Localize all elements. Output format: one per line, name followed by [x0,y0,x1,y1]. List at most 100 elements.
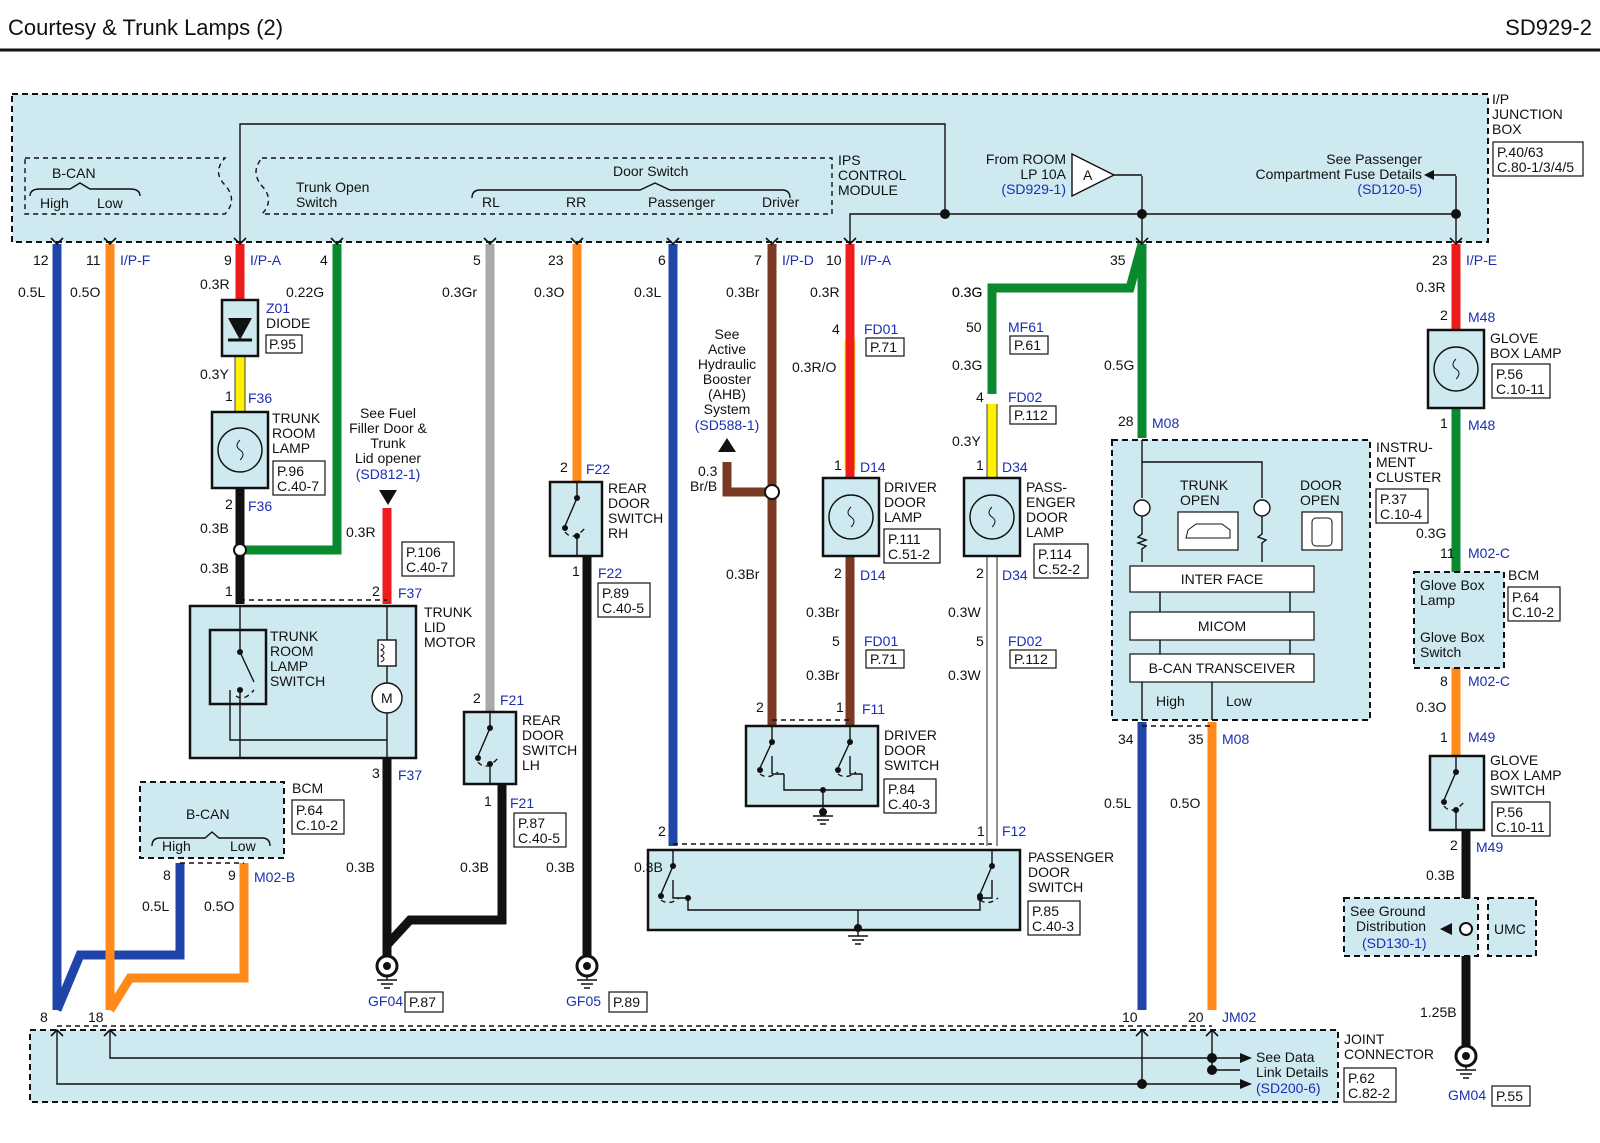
svg-text:0.22G: 0.22G [286,284,324,300]
svg-text:2: 2 [834,565,842,581]
svg-text:High: High [1156,693,1185,709]
svg-text:P.112: P.112 [1014,651,1048,667]
svg-text:0.5L: 0.5L [18,284,45,300]
glove-box-lamp: 2 M48 GLOVE BOX LAMP P.56 C.10-11 1 M48 … [1416,307,1562,541]
svg-text:11: 11 [1440,545,1455,561]
svg-text:M02-C: M02-C [1468,545,1510,561]
svg-text:P.71: P.71 [870,339,897,355]
svg-text:Glove Box: Glove Box [1420,629,1485,645]
svg-text:P.56: P.56 [1496,804,1523,820]
svg-text:5: 5 [473,252,481,268]
svg-text:JUNCTION: JUNCTION [1492,106,1563,122]
svg-text:SWITCH: SWITCH [884,757,939,773]
diode-z01: Z01 DIODE P.95 0.3Y 1 F36 [200,298,310,406]
top-pin-labels: 12 0.5L 11 I/P-F 0.5O 9 I/P-A 0.3R 4 0.2… [18,252,1497,300]
trunk-open-label: Trunk Open [296,179,369,195]
svg-text:0.3B: 0.3B [546,859,575,875]
svg-text:23: 23 [1432,252,1448,268]
svg-text:Hydraulic: Hydraulic [698,356,756,372]
svg-text:0.5O: 0.5O [204,898,234,914]
svg-text:F22: F22 [598,565,622,581]
svg-text:0.3G: 0.3G [952,284,982,300]
bcan-module [24,157,233,215]
svg-text:P.56: P.56 [1496,366,1523,382]
svg-text:Lamp: Lamp [1420,592,1455,608]
bcan-low: Low [97,195,124,211]
svg-text:1: 1 [572,563,580,579]
svg-text:See Data: See Data [1256,1049,1315,1065]
svg-text:I/P-A: I/P-A [860,252,892,268]
svg-text:GLOVE: GLOVE [1490,752,1538,768]
svg-text:TRUNK: TRUNK [272,410,321,426]
svg-text:0.3Br: 0.3Br [806,604,840,620]
svg-text:0.3Y: 0.3Y [200,366,229,382]
trunk-room-lamp: TRUNK ROOM LAMP P.96 C.40-7 2 F36 0.3B 0… [200,410,326,599]
svg-text:1: 1 [834,457,842,473]
svg-text:See Ground: See Ground [1350,903,1426,919]
ips-control-module-label: IPS CONTROL MODULE [838,152,907,198]
fuel-filler-link[interactable]: (SD812-1) [356,466,421,482]
svg-text:PASSENGER: PASSENGER [1028,849,1114,865]
svg-text:2: 2 [658,823,666,839]
svg-text:FD01: FD01 [864,321,898,337]
svg-text:0.3B: 0.3B [200,560,229,576]
svg-text:FD01: FD01 [864,633,898,649]
svg-text:F37: F37 [398,585,422,601]
svg-text:2: 2 [372,583,380,599]
svg-text:C.40-3: C.40-3 [888,796,930,812]
door-switch-label: Door Switch [613,163,688,179]
driver-door-switch: 2 1 F11 DRIVER DOOR SWITCH P.84 C.40-3 [744,699,939,825]
svg-text:F12: F12 [1002,823,1026,839]
svg-text:See: See [715,326,740,342]
svg-text:INTER FACE: INTER FACE [1181,571,1263,587]
svg-text:P.64: P.64 [296,802,323,818]
page-title: Courtesy & Trunk Lamps (2) [8,15,283,40]
svg-text:C.40-7: C.40-7 [277,478,319,494]
svg-text:C.40-5: C.40-5 [602,600,644,616]
svg-text:Low: Low [1226,693,1253,709]
svg-text:0.3B: 0.3B [634,859,663,875]
svg-text:Active: Active [708,341,746,357]
svg-text:1: 1 [225,388,233,404]
svg-text:1: 1 [1440,729,1448,745]
svg-text:6: 6 [658,252,666,268]
svg-text:P.96: P.96 [277,463,304,479]
svg-text:JM02: JM02 [1222,1009,1256,1025]
ahb-link[interactable]: (SD588-1) [695,417,760,433]
svg-text:0.3L: 0.3L [634,284,661,300]
svg-text:18: 18 [88,1009,104,1025]
svg-text:1: 1 [977,823,985,839]
svg-text:C.10-2: C.10-2 [1512,604,1554,620]
svg-text:B-CAN: B-CAN [186,806,230,822]
svg-text:F36: F36 [248,498,272,514]
svg-text:2: 2 [756,699,764,715]
svg-text:1: 1 [225,583,233,599]
svg-text:0.5L: 0.5L [142,898,169,914]
svg-text:I/P-D: I/P-D [782,252,814,268]
instrument-cluster: 0.5G 28 M08 INSTRU- MENT CLUSTER P.37 C.… [1104,357,1441,811]
ips-module [255,157,833,215]
svg-text:System: System [704,401,751,417]
svg-text:BCM: BCM [1508,567,1539,583]
svg-text:P.64: P.64 [1512,589,1539,605]
svg-text:GF04: GF04 [368,993,403,1009]
svg-text:Compartment Fuse Details: Compartment Fuse Details [1255,166,1422,182]
svg-text:F11: F11 [862,701,885,717]
svg-text:0.5L: 0.5L [1104,795,1131,811]
svg-text:Link Details: Link Details [1256,1064,1328,1080]
see-passenger-ref-link[interactable]: (SD120-5) [1357,181,1422,197]
bcan-high: High [40,195,69,211]
svg-text:0.3O: 0.3O [534,284,564,300]
svg-text:0.3Y: 0.3Y [952,433,981,449]
ground-dist-link[interactable]: (SD130-1) [1362,935,1427,951]
svg-text:1: 1 [836,699,844,715]
svg-text:0.3W: 0.3W [948,667,981,683]
from-room-ref-link[interactable]: (SD929-1) [1001,181,1066,197]
bcan-bracket [29,182,141,197]
svg-text:7: 7 [754,252,762,268]
svg-text:12: 12 [33,252,49,268]
svg-text:BOX LAMP: BOX LAMP [1490,767,1562,783]
svg-text:F36: F36 [248,390,272,406]
svg-text:2: 2 [976,565,984,581]
data-link-ref[interactable]: (SD200-6) [1256,1080,1321,1096]
